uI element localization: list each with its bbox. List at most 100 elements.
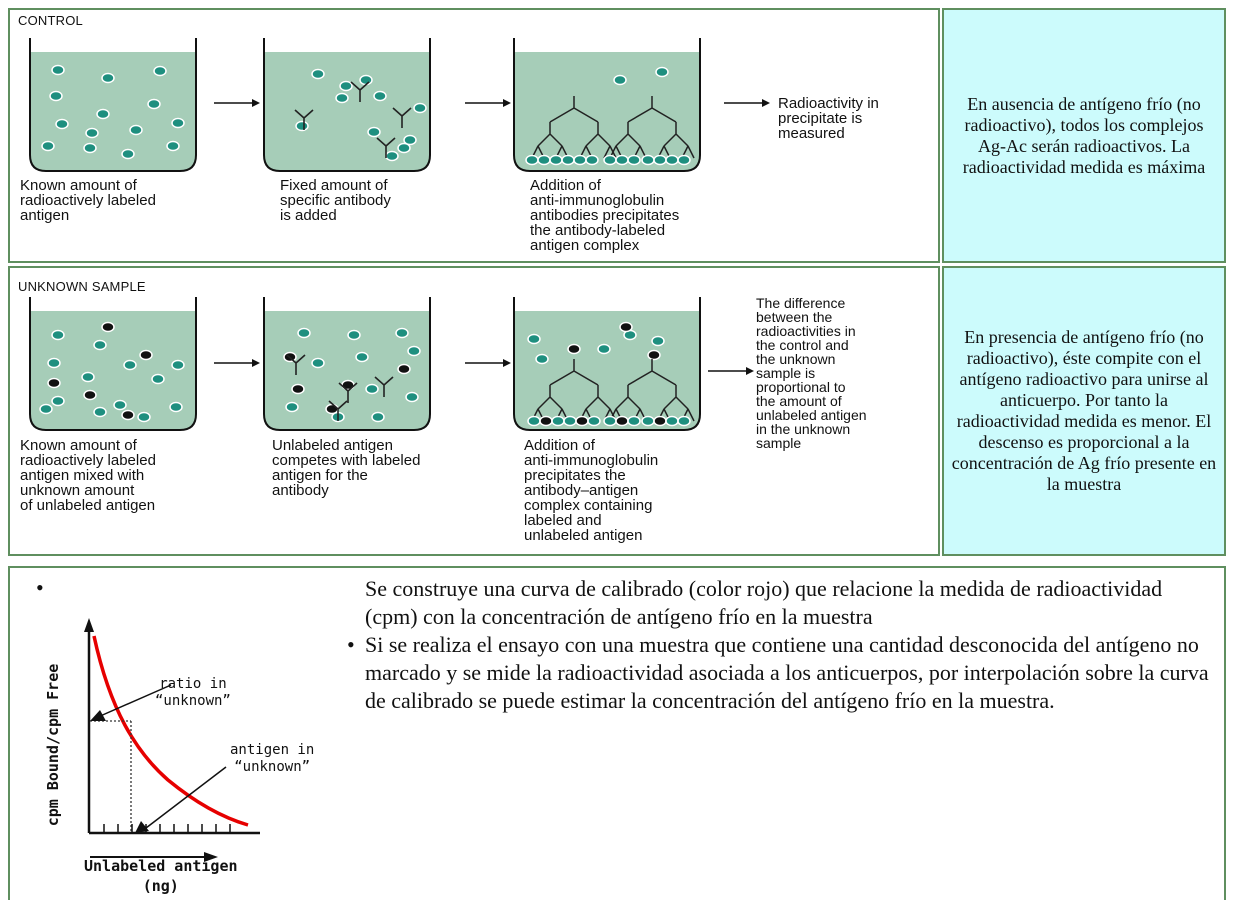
graph-ratio-arrowhead [90,710,106,721]
labeled-antigen [551,415,565,427]
labeled-antigen [587,415,601,427]
unknown-beaker-3 [513,297,701,431]
labeled-antigen [653,154,667,166]
control-beaker-3 [513,38,701,172]
unlabeled-antigen [291,383,305,395]
control-arrow-2 [465,99,511,107]
unlabeled-antigen [539,415,553,427]
unlabeled-antigen [619,321,633,333]
antibody [286,354,306,375]
labeled-antigen [677,415,691,427]
antibody [328,400,348,421]
unlabeled-antigen [567,343,581,355]
graph-antigen-pointer [145,766,227,829]
labeled-antigen [573,154,587,166]
labeled-antigen [355,351,369,363]
unlabeled-antigen [101,321,115,333]
labeled-antigen [123,359,137,371]
labeled-antigen [166,140,180,152]
labeled-antigen [603,154,617,166]
calibration-section [8,566,1226,900]
immune-complex [531,359,617,422]
labeled-antigen [365,383,379,395]
beaker-liquid [264,311,430,430]
unlabeled-antigen [325,403,339,415]
control-note: En ausencia de antígeno frío (no radioac… [942,8,1226,263]
labeled-antigen [83,142,97,154]
unlabeled-antigen [47,377,61,389]
labeled-antigen [403,134,417,146]
antibody [374,376,394,397]
labeled-antigen [151,373,165,385]
graph-antigen-label: antigen in “unknown” [230,742,315,775]
control-arrow-1 [214,99,260,107]
immune-complex [531,96,617,159]
labeled-antigen [297,327,311,339]
labeled-antigen [129,124,143,136]
labeled-antigen [655,66,669,78]
labeled-antigen [49,90,63,102]
labeled-antigen [347,329,361,341]
labeled-antigen [395,327,409,339]
beaker-liquid [30,311,196,430]
control-arrow-3 [724,99,770,107]
graph-ratio-label: ratio in “unknown” [155,676,231,709]
labeled-antigen [527,333,541,345]
beaker-outline [29,38,197,172]
labeled-antigen [665,415,679,427]
labeled-antigen [47,357,61,369]
unlabeled-antigen [139,349,153,361]
beaker-outline [513,297,701,431]
beaker-liquid [514,52,700,171]
labeled-antigen [627,154,641,166]
paragraph-2-bullet: • [347,632,355,657]
antibody [392,107,412,128]
labeled-antigen [39,403,53,415]
labeled-antigen [371,411,385,423]
labeled-antigen [651,335,665,347]
graph-y-label: cpm Bound/cpm Free [44,664,62,827]
paragraph-1: Se construye una curva de calibrado (col… [365,576,1163,629]
labeled-antigen [613,74,627,86]
labeled-antigen [96,108,110,120]
labeled-antigen [285,401,299,413]
labeled-antigen [311,68,325,80]
graph-bullet: • [36,575,44,600]
labeled-antigen [153,65,167,77]
unlabeled-antigen [653,415,667,427]
labeled-antigen [121,148,135,160]
graph-ratio-pointer [97,684,172,718]
labeled-antigen [641,415,655,427]
paragraph-2: Si se realiza el ensayo con una muestra … [365,632,1209,713]
beaker-liquid [30,52,196,171]
labeled-antigen [407,345,421,357]
labeled-antigen [549,154,563,166]
unknown-beaker-1 [29,297,197,431]
labeled-antigen [137,411,151,423]
graph-y-arrowhead [84,618,94,632]
labeled-antigen [615,154,629,166]
labeled-antigen [397,142,411,154]
labeled-antigen [55,118,69,130]
labeled-antigen [367,126,381,138]
unlabeled-antigen [615,415,629,427]
labeled-antigen [93,339,107,351]
calibration-curve [92,635,249,827]
labeled-antigen [641,154,655,166]
labeled-antigen [311,357,325,369]
labeled-antigen [339,80,353,92]
graph-antigen-arrowhead [135,821,149,833]
labeled-antigen [41,140,55,152]
unknown-result: The difference between the radioactiviti… [756,295,867,451]
labeled-antigen [385,150,399,162]
unknown-caption-1: Known amount of radioactively labeled an… [20,437,156,514]
labeled-antigen [561,154,575,166]
labeled-antigen [373,90,387,102]
labeled-antigen [51,329,65,341]
labeled-antigen [81,371,95,383]
antibody [338,382,358,403]
control-caption-1: Known amount of radioactively labeled an… [20,177,156,224]
labeled-antigen [413,102,427,114]
control-header: CONTROL [18,13,83,28]
labeled-antigen [537,154,551,166]
